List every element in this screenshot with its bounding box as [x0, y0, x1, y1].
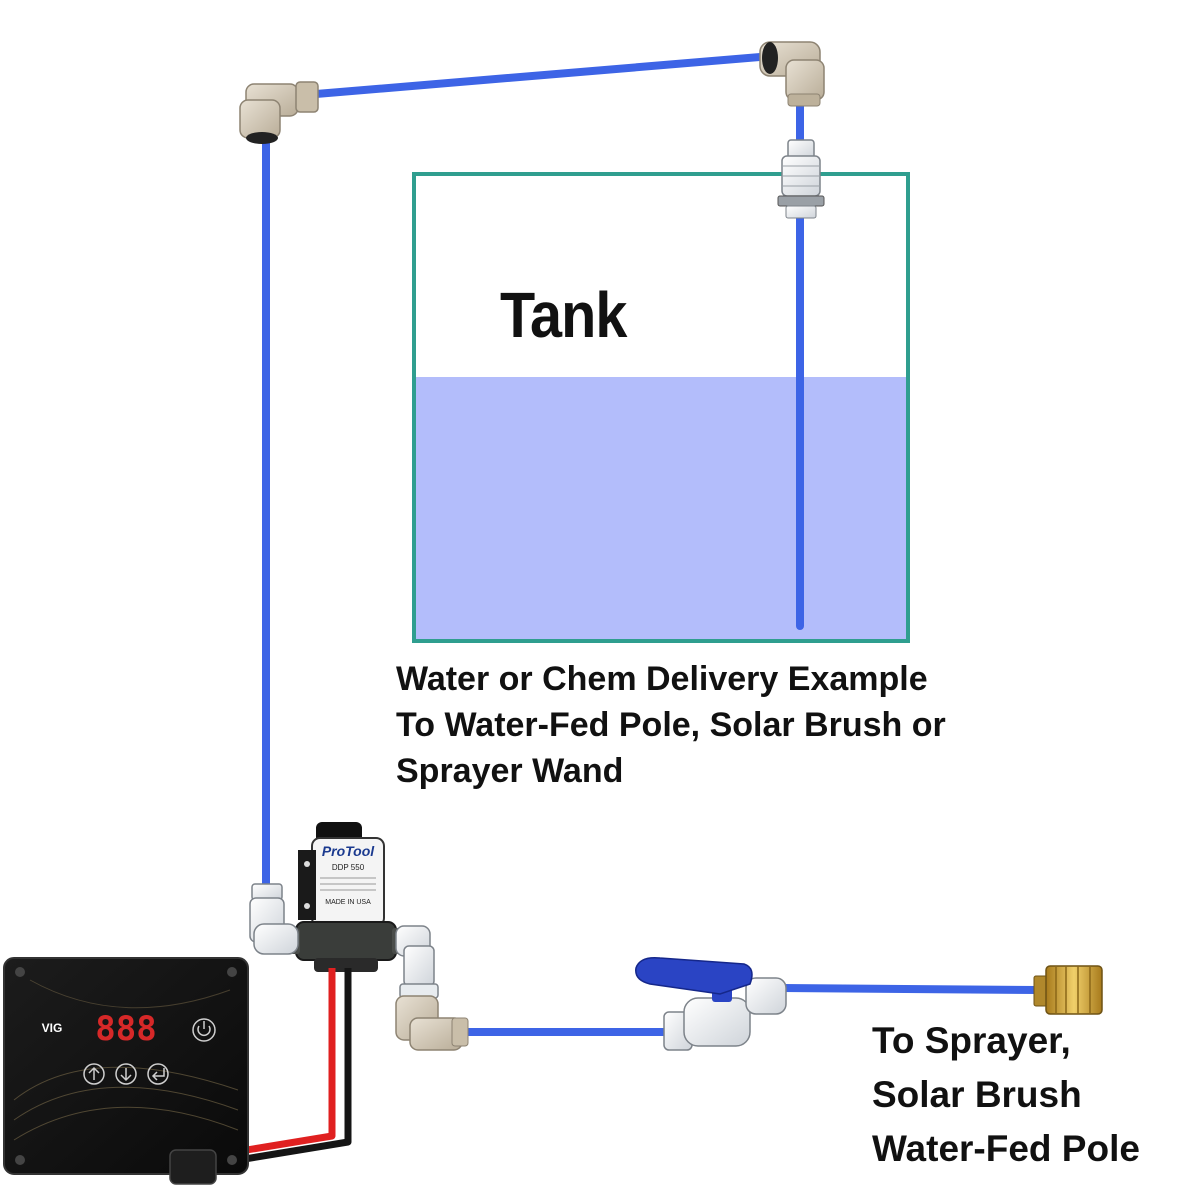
arrow-up-icon [88, 1066, 100, 1080]
arrow-down-icon [120, 1068, 132, 1082]
elbow-fitting-top-right [759, 41, 825, 107]
tank-label: Tank [500, 279, 627, 351]
power-icon [197, 1025, 211, 1036]
brass-hose-connector [1033, 965, 1103, 1015]
tank [412, 172, 910, 643]
pump-model: DDP 550 [332, 863, 365, 872]
destination-line: To Sprayer, [872, 1020, 1071, 1061]
tank-water [414, 377, 908, 641]
down-button[interactable] [115, 1063, 137, 1085]
bulkhead-fitting [777, 139, 825, 219]
tube-to-brass [778, 984, 1042, 994]
diagram-caption: Water or Chem Delivery Example To Water-… [396, 656, 946, 794]
controller-display: 888 [95, 1009, 156, 1049]
pump-bracket [298, 850, 316, 920]
up-button[interactable] [83, 1063, 105, 1085]
pump-inlet-fitting [249, 883, 299, 955]
pump-brand: ProTool [322, 843, 375, 859]
pump-outlet-fitting [395, 925, 439, 999]
enter-icon [151, 1068, 165, 1081]
caption-line: Water or Chem Delivery Example [396, 660, 928, 698]
valve-handle [635, 956, 753, 995]
power-button[interactable] [192, 1018, 216, 1042]
destination-line: Water-Fed Pole [872, 1128, 1140, 1169]
pump-made-in: MADE IN USA [325, 899, 371, 906]
caption-line: To Water-Fed Pole, Solar Brush or [396, 706, 946, 744]
cable-gland [169, 1149, 217, 1185]
ball-valve [635, 956, 787, 1051]
pump-head [295, 921, 397, 961]
tank-outline [412, 172, 910, 643]
enter-button[interactable] [147, 1063, 169, 1085]
elbow-fitting-pump-outlet [395, 995, 469, 1051]
controller: VIG 888 [3, 957, 249, 1185]
tube-top-span [288, 52, 776, 100]
caption-line: Sprayer Wand [396, 752, 624, 790]
destination-label: To Sprayer, Solar Brush Water-Fed Pole [872, 1014, 1140, 1176]
controller-body [3, 957, 249, 1175]
controller-brand: VIG [42, 1021, 63, 1035]
elbow-fitting-top-left [239, 81, 319, 144]
pump: ProTool DDP 550 MADE IN USA [286, 822, 406, 972]
destination-line: Solar Brush [872, 1074, 1082, 1115]
